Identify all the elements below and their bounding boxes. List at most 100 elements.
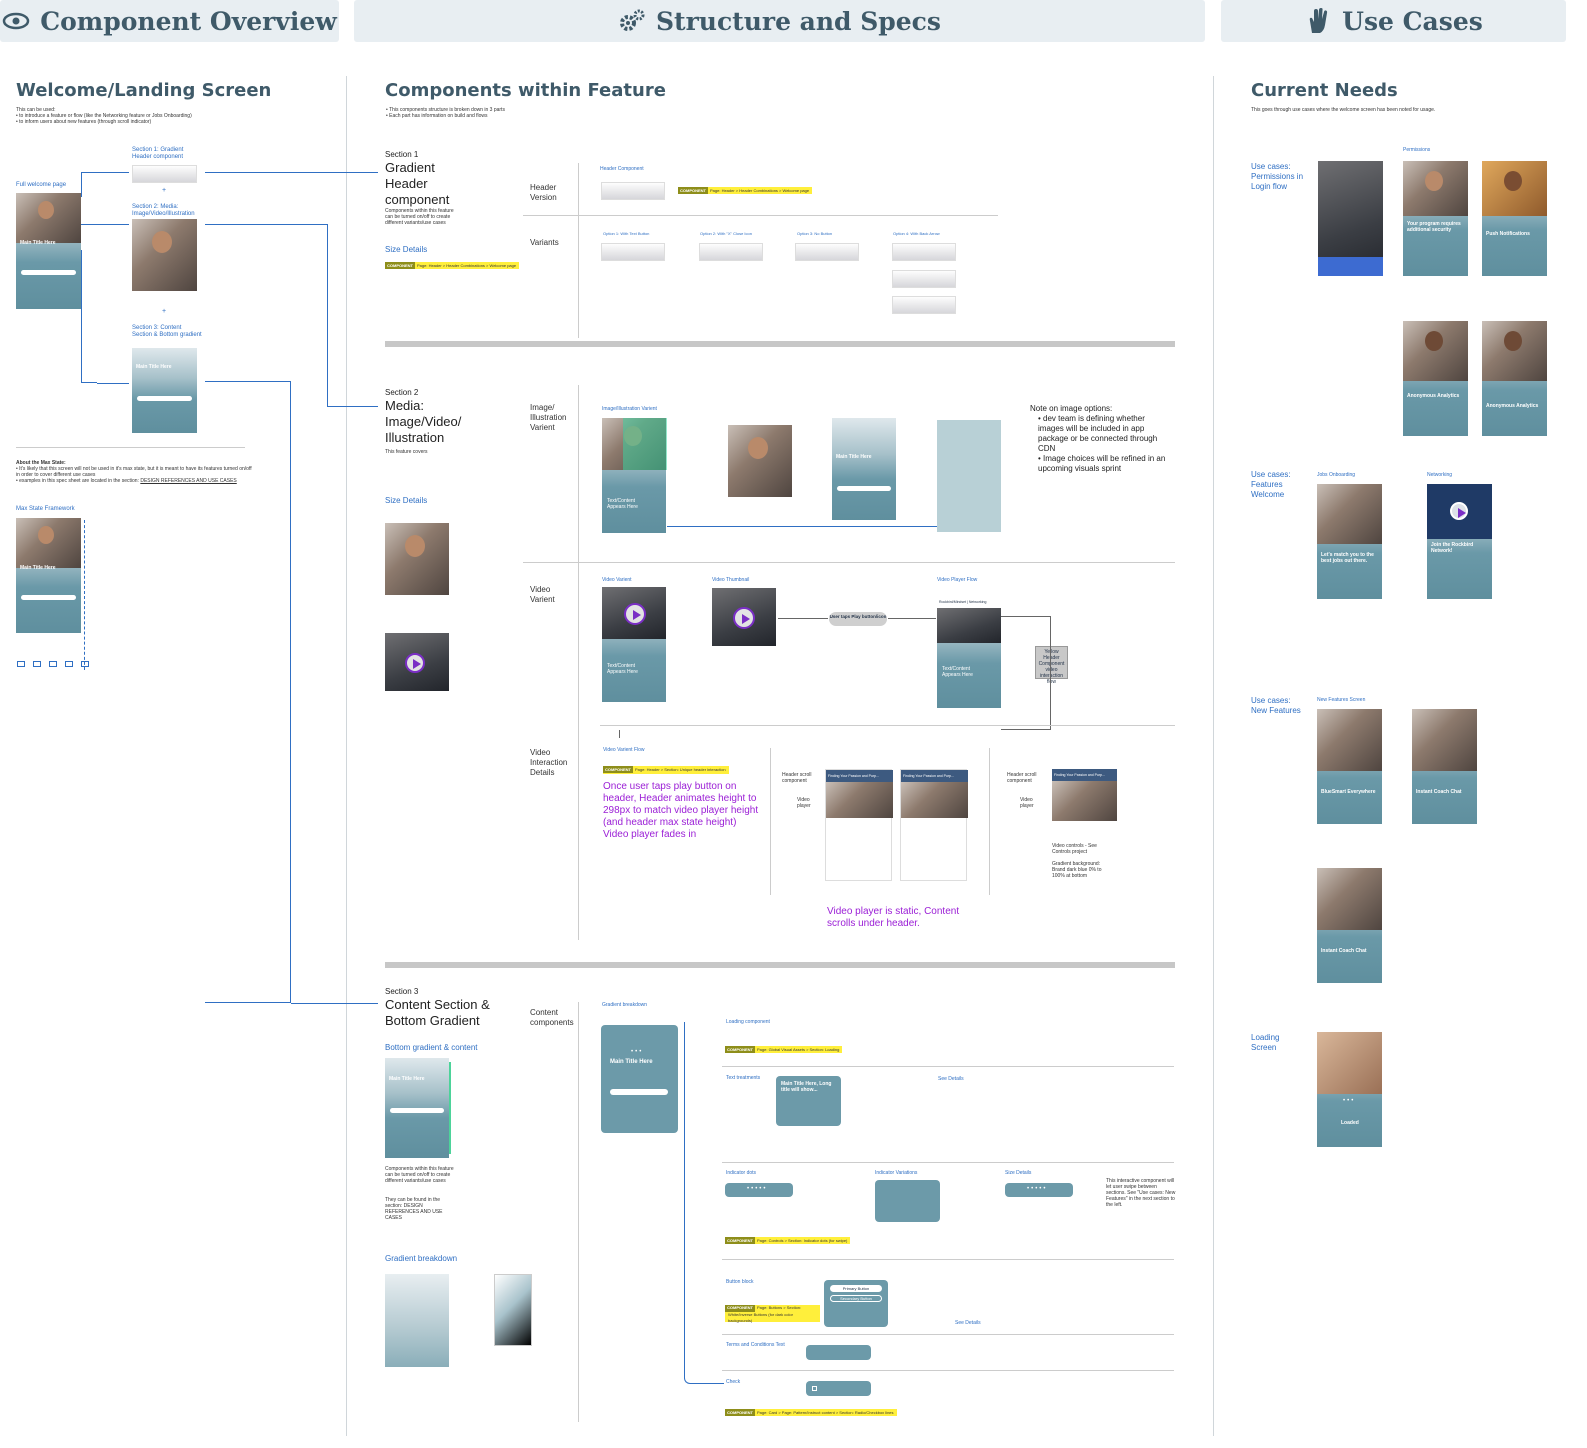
indicator-dots-caption: Indicator dots [726, 1170, 757, 1176]
primary-button[interactable]: Primary Button [830, 1285, 882, 1292]
permission-card: Anonymous Analytics [1482, 321, 1547, 436]
variant-thumb [699, 243, 763, 261]
jobs-card: Let's match you to the best jobs out the… [1317, 484, 1382, 599]
video-animation-note: Once user taps play button on header, He… [603, 781, 759, 840]
see-details-link[interactable]: See Details [938, 1076, 964, 1082]
scroll-frame-1: Finding Your Passion and Purp... [825, 769, 893, 881]
variant-thumb [601, 243, 665, 261]
hand-icon [1304, 7, 1332, 35]
variant-caption: Option 2: With "X" Close Icon [700, 231, 752, 236]
secondary-button[interactable]: Secondary Button [830, 1295, 882, 1302]
section1-size-link[interactable]: Size Details [385, 245, 428, 254]
bottom-gradient-card: Main Title Here [385, 1058, 449, 1158]
card-title: Main Title Here [836, 454, 872, 460]
variant-caption: Option 1: With Text Button [603, 231, 650, 236]
bottom-gradient-link[interactable]: Bottom gradient & content [385, 1043, 478, 1052]
indicator-variations [875, 1180, 940, 1222]
jobs-caption: Jobs Onboarding [1317, 472, 1356, 478]
text-content: Text/Content Appears Here [607, 663, 638, 675]
networking-caption: Networking [1427, 472, 1453, 478]
indicator-size-details: ••••• [1005, 1183, 1073, 1197]
indicator-dots[interactable]: ••••• [725, 1183, 793, 1197]
card-title: Main Title Here [20, 565, 56, 571]
content-card: ••• Main Title Here [601, 1025, 678, 1133]
card-title: Main Title Here [610, 1059, 653, 1065]
note-bullet: • Image choices will be refined in an up… [1038, 454, 1166, 473]
structure-bullets: • This components structure is broken do… [386, 107, 505, 119]
terms-caption: Terms and Conditions Text [726, 1342, 785, 1348]
permission-card: Push Notifications [1482, 161, 1547, 276]
section3-title: Content Section & Bottom Gradient [385, 997, 490, 1028]
section1-num: Section 1 [385, 150, 419, 159]
full-welcome-card[interactable]: Main Title Here [16, 193, 81, 309]
structure-bullet: • Each part has information on build and… [386, 113, 488, 119]
video-variant-card: Text/Content Appears Here [602, 587, 666, 702]
long-title: Main Title Here, Long title will show... [781, 1081, 832, 1093]
card-title: Your program requires additional securit… [1407, 221, 1461, 233]
primary-button[interactable] [21, 270, 76, 275]
header-version-label: Header Version [530, 183, 557, 202]
variants-label: Variants [530, 238, 559, 247]
static-player-frame: Finding Your Passion and Purp... [1052, 769, 1117, 821]
uc-permissions-label: Use cases: Permissions in Login flow [1251, 162, 1304, 191]
see-details-link[interactable]: See Details [955, 1320, 981, 1326]
text-treatments-caption: Text treatments [726, 1075, 761, 1081]
variant-thumb [795, 243, 859, 261]
video-variant-caption: Video Varient [602, 577, 632, 583]
loading-dots: ••• [1343, 1098, 1356, 1104]
section1-thumb [132, 165, 197, 183]
image-variant-gradient: Main Title Here [832, 418, 896, 520]
structure-bullet: • This components structure is broken do… [386, 107, 505, 113]
max-state-bullet: • It's likely that this screen will not … [16, 466, 252, 478]
framework-card: Main Title Here [16, 518, 81, 633]
banner-use-cases: Use Cases [1221, 0, 1566, 42]
check-row[interactable] [806, 1381, 871, 1396]
background-block [937, 420, 1001, 532]
framework-callouts [84, 520, 144, 670]
use-cases-intro: This goes through use cases where the we… [1251, 107, 1436, 113]
user-taps-pill: User taps Play button/icon [829, 612, 887, 626]
max-state-note: About the Max State: • It's likely that … [16, 460, 256, 484]
checkbox[interactable] [812, 1386, 817, 1391]
size-photo [385, 523, 449, 595]
play-icon[interactable] [733, 607, 755, 629]
variant-caption: Option 4: With Back Arrow [893, 231, 940, 236]
video-player-flow-caption: Video Player Flow [937, 577, 978, 583]
max-state-link[interactable]: DESIGN REFERENCES AND USE CASES [140, 478, 237, 484]
header-scroll-label: Header scroll component [1007, 772, 1037, 784]
new-features-caption: New Features Screen [1317, 697, 1366, 703]
section2-thumb [132, 219, 197, 291]
variant-caption: Option 3: No Button [797, 231, 833, 236]
video-controls-note: Video controls - See Controls project [1052, 843, 1097, 855]
section2-title: Media: Image/Video/ Illustration [385, 398, 462, 445]
uc-features-label: Use cases: Features Welcome [1251, 470, 1291, 499]
new-feature-card: BlueSmart Everywhere [1317, 709, 1382, 824]
loading-caption: Loading component [726, 1019, 770, 1025]
play-icon[interactable] [1450, 502, 1468, 520]
section2-size-link[interactable]: Size Details [385, 496, 428, 505]
play-icon[interactable] [624, 603, 646, 625]
text-content: Text/Content Appears Here [607, 498, 638, 510]
card-title: Main Title Here [389, 1076, 425, 1082]
video-player-label: Video player [797, 797, 811, 809]
header-scroll-label: Header scroll component [782, 772, 812, 784]
card-title: Let's match you to the best jobs out the… [1321, 552, 1374, 564]
card-title: BlueSmart Everywhere [1321, 789, 1376, 795]
primary-button[interactable] [137, 396, 192, 401]
size-video [385, 633, 449, 691]
card-title: Main Title Here [20, 240, 56, 246]
max-state-bullet: • examples in this spec sheet are locate… [16, 478, 237, 484]
framework-label: Max State Framework [16, 506, 75, 512]
gradient-breakdown-link[interactable]: Gradient breakdown [385, 1254, 458, 1263]
image-variant-label: Image/ Illustration Varient [530, 403, 567, 432]
plus-icon: + [162, 187, 167, 194]
header-component-caption: Header Component [600, 166, 644, 172]
use-cases-heading: Current Needs [1251, 80, 1398, 101]
